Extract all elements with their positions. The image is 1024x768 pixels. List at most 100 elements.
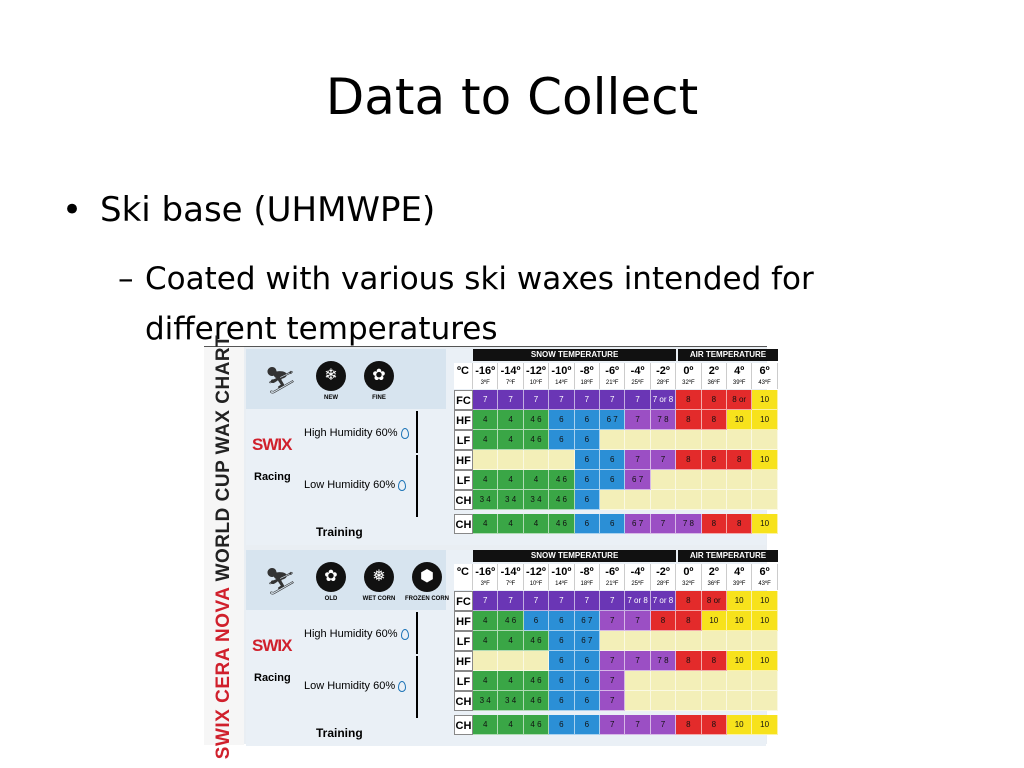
wax-cell: 4 [473, 715, 499, 735]
vertical-title-text: SWIX CERA NOVA WORLD CUP WAX CHART [213, 335, 235, 759]
wax-cell: 6 7 [625, 470, 651, 490]
wax-cell: 4 [523, 470, 550, 490]
wax-cell: 4 [498, 514, 524, 534]
wax-row-label: HF [454, 651, 473, 671]
wax-cell: 10 [727, 410, 753, 430]
wax-cell: 4 [473, 671, 499, 691]
wax-cell: 4 6 [523, 410, 550, 430]
wax-cell: 4 [498, 410, 524, 430]
wax-cell: 8 [701, 514, 727, 534]
wax-cell [650, 631, 677, 651]
temp-fahrenheit: 10ºF [529, 380, 543, 386]
humidity-arrow [416, 612, 418, 654]
wax-cell: 6 [600, 450, 626, 470]
wax-cell: 7 [600, 651, 626, 671]
wax-cell: 7 [625, 450, 651, 470]
wax-cell: 10 [727, 651, 753, 671]
drop-icon [398, 680, 407, 692]
celsius-text: ºC [457, 566, 469, 578]
drop-icon [400, 427, 409, 439]
wax-cell [650, 490, 677, 510]
wax-cell [701, 631, 727, 651]
temp-celsius: 0º [683, 566, 694, 578]
high-humidity-label: High Humidity 60% [304, 628, 409, 640]
vt-brand: SWIX [213, 708, 234, 760]
wax-row-label: CH [454, 514, 473, 534]
wax-cell: 7 [523, 591, 550, 611]
wax-cell: 4 [473, 611, 499, 631]
temp-celsius: -16º [475, 566, 496, 578]
wax-cell: 10 [727, 715, 753, 735]
wax-cell: 8 [701, 450, 727, 470]
wax-cell: 4 [523, 514, 550, 534]
wax-cell: 7 [600, 611, 626, 631]
wax-cell: 4 [498, 470, 524, 490]
wax-cell: 10 [727, 591, 753, 611]
wax-cell: 7 [600, 591, 626, 611]
snow-temp-header: SNOW TEMPERATURE [473, 550, 677, 562]
wax-cell: 7 [574, 390, 600, 410]
wax-cell: 4 [473, 631, 499, 651]
wax-cell: 4 [498, 631, 524, 651]
temp-fahrenheit: 21ºF [605, 380, 619, 386]
wax-cell: 7 [574, 591, 600, 611]
wax-cell: 7 8 [676, 514, 702, 534]
temp-celsius: -2º [656, 365, 670, 377]
wax-cell: 7 or 8 [650, 591, 677, 611]
wax-cell: 4 [498, 715, 524, 735]
wax-gun-icon: ⛷ [264, 365, 298, 395]
wax-cell: 7 [625, 390, 651, 410]
wax-cell: 6 [574, 450, 600, 470]
wax-cell: 10 [752, 514, 778, 534]
temp-celsius: 6º [759, 566, 770, 578]
wax-cell [625, 671, 651, 691]
celsius-label: ºC [454, 363, 473, 389]
wax-cell: 4 6 [523, 691, 550, 711]
swix-logo: SWIX [252, 435, 292, 454]
wax-cell: 10 [752, 591, 778, 611]
temp-fahrenheit: 36ºF [707, 581, 721, 587]
temp-fahrenheit: 39ºF [732, 581, 746, 587]
wax-cell: 8 [676, 591, 702, 611]
bullet-dot-icon: • [62, 190, 83, 230]
wax-cell: 4 6 [498, 611, 524, 631]
wax-cell: 4 6 [549, 470, 575, 490]
wax-cell [727, 470, 753, 490]
wax-cell: 8 [701, 390, 727, 410]
wax-cell: 8 [701, 715, 727, 735]
wax-cell [650, 430, 677, 450]
temp-fahrenheit: 25ºF [631, 380, 644, 386]
wax-cell [752, 671, 778, 691]
wax-cell [473, 450, 499, 470]
temp-celsius: 6º [759, 365, 770, 377]
bullet-text: Coated with various ski waxes intended f… [145, 261, 814, 347]
drop-icon [398, 479, 407, 491]
wax-row-label: LF [454, 631, 473, 651]
wax-row-label: FC [454, 390, 473, 410]
hexagon-icon: ⬢ [412, 562, 442, 592]
temp-celsius: -14º [500, 566, 521, 578]
wax-cell: 7 [498, 390, 524, 410]
wax-cell [523, 450, 550, 470]
training-label: Training [316, 525, 363, 539]
temp-fahrenheit: 7ºF [505, 380, 516, 386]
temp-fahrenheit: 25ºF [631, 581, 644, 587]
wax-cell: 7 or 8 [650, 390, 677, 410]
temp-fahrenheit: 39ºF [732, 380, 746, 386]
wax-cell: 4 6 [549, 514, 575, 534]
wax-cell: 6 7 [574, 631, 600, 651]
wax-cell: 6 [549, 430, 575, 450]
snow-temp-header: SNOW TEMPERATURE [473, 349, 677, 361]
wax-row-label: LF [454, 671, 473, 691]
wax-cell: 3 4 [498, 490, 524, 510]
wax-cell: 7 [549, 390, 575, 410]
